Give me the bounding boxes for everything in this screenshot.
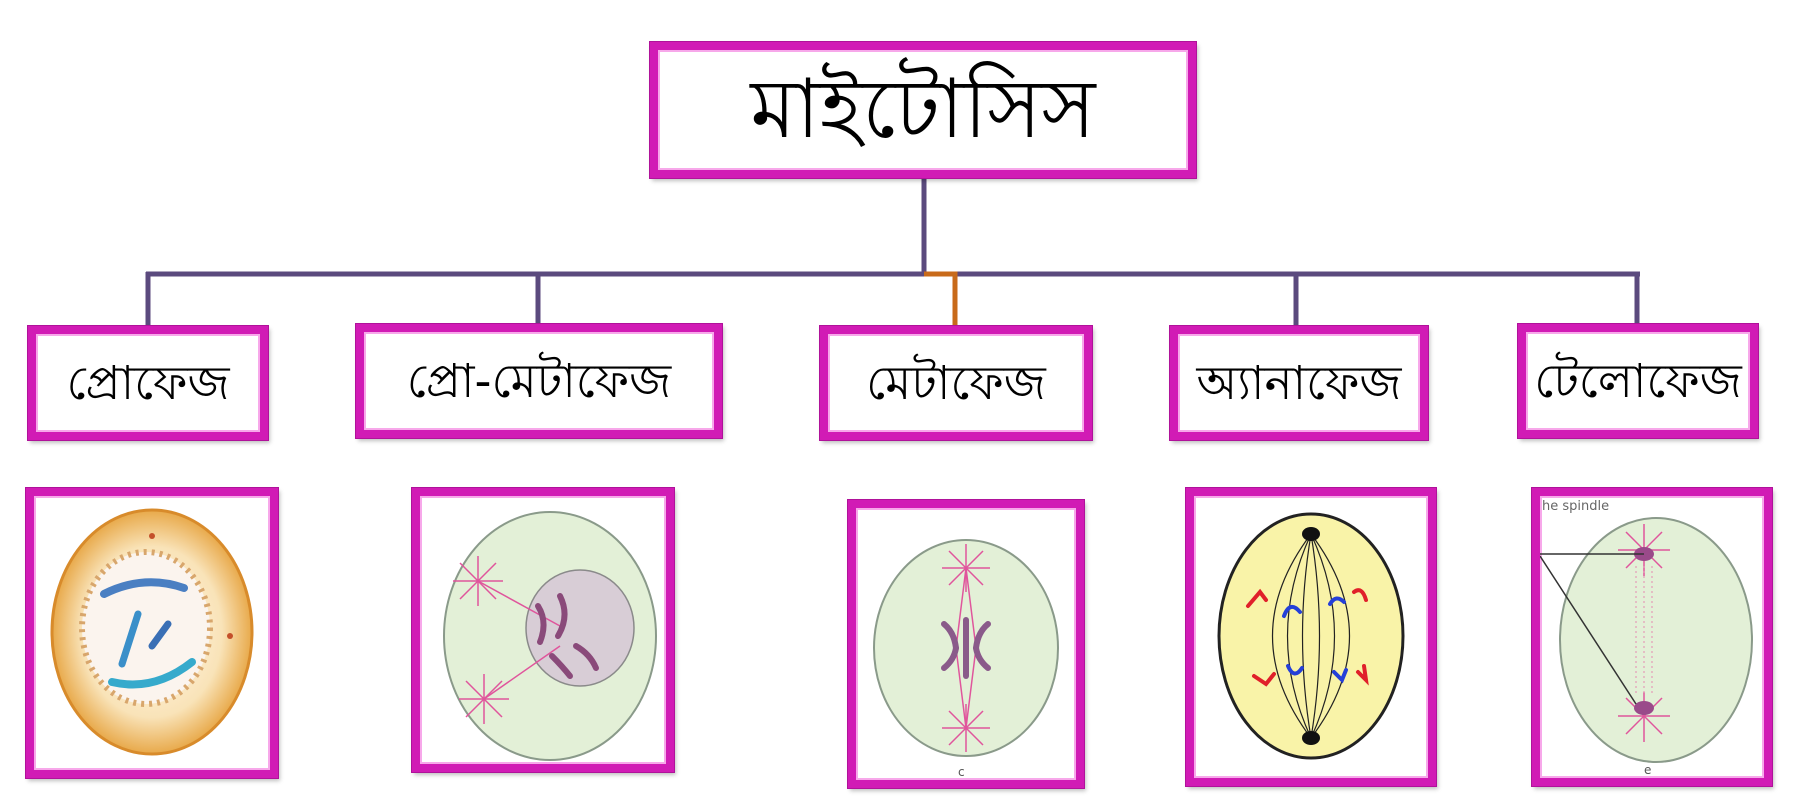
branch-line-metaphase (924, 271, 958, 328)
telophase-footer: e (1644, 763, 1651, 777)
image-metaphase: c (848, 500, 1084, 788)
phase-node-prophase: প্রোফেজ (28, 326, 268, 440)
phase-label-metaphase: মেটাফেজ (866, 355, 1046, 411)
prophase-cell-illustration (50, 508, 254, 756)
phase-label-telophase: টেলোফেজ (1534, 353, 1742, 409)
image-telophase: he spindle e (1532, 488, 1772, 786)
root-node: মাইটোসিস (650, 42, 1196, 178)
metaphase-caption: c (958, 765, 965, 779)
phase-node-anaphase: অ্যানাফেজ (1170, 326, 1428, 440)
phase-node-prometaphase: প্রো-মেটাফেজ (356, 324, 722, 438)
root-label: মাইটোসিস (750, 62, 1096, 157)
image-anaphase (1186, 488, 1436, 786)
metaphase-cell-illustration: c (873, 539, 1059, 779)
phase-node-metaphase: মেটাফেজ (820, 326, 1092, 440)
image-prophase (26, 488, 278, 778)
phase-label-prophase: প্রোফেজ (66, 355, 230, 411)
telophase-cell-illustration: he spindle e (1540, 499, 1753, 777)
anaphase-cell-illustration (1217, 512, 1405, 760)
phase-label-prometaphase: প্রো-মেটাফেজ (406, 353, 672, 409)
phase-node-telophase: টেলোফেজ (1518, 324, 1758, 438)
image-prometaphase (412, 488, 674, 772)
phase-label-anaphase: অ্যানাফেজ (1196, 355, 1402, 411)
telophase-caption: he spindle (1542, 499, 1609, 514)
prometaphase-cell-illustration (443, 511, 657, 761)
